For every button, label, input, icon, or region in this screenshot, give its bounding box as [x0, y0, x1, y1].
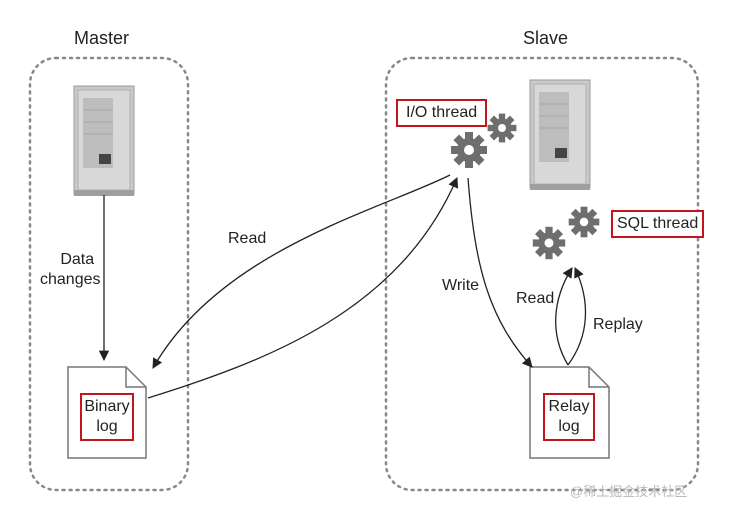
write-label: Write: [442, 277, 480, 294]
relay-log-label: Relay log: [543, 393, 595, 441]
binary-log-line-2: log: [96, 418, 118, 435]
slave-title: Slave: [523, 28, 569, 48]
read-relay-arrow: [555, 267, 573, 366]
data-changes-line-2: changes: [40, 271, 101, 288]
binary-log-label: Binary log: [80, 393, 134, 441]
read-slave-label: Read: [516, 290, 555, 307]
io-gear-small-icon: [487, 113, 517, 143]
sql-thread-label: SQL thread: [611, 210, 705, 238]
sql-gear-right-icon: [568, 206, 600, 238]
binary-log-to-io-arrow: [147, 177, 459, 399]
slave-container: [384, 56, 700, 492]
replay-label: Replay: [593, 316, 643, 333]
io-thread-label: I/O thread: [396, 99, 488, 127]
read-master-label: Read: [228, 230, 267, 247]
data-changes-line-1: Data: [60, 251, 95, 268]
io-gear-large-icon: [451, 132, 487, 168]
data-changes-label: Data changes: [40, 250, 101, 290]
relay-log-line-1: Relay: [548, 398, 590, 415]
watermark: @稀土掘金技术社区: [570, 484, 688, 499]
slave-server-icon: [529, 79, 591, 191]
binary-log-line-1: Binary: [84, 398, 130, 415]
relay-log-line-2: log: [558, 418, 580, 435]
master-server-icon: [73, 85, 135, 197]
master-title: Master: [74, 28, 130, 48]
write-arrow: [467, 177, 533, 368]
replay-arrow: [567, 267, 587, 366]
master-container: [28, 56, 190, 492]
read-to-binary-log-arrow: [152, 174, 451, 369]
sql-gear-left-icon: [532, 226, 566, 260]
